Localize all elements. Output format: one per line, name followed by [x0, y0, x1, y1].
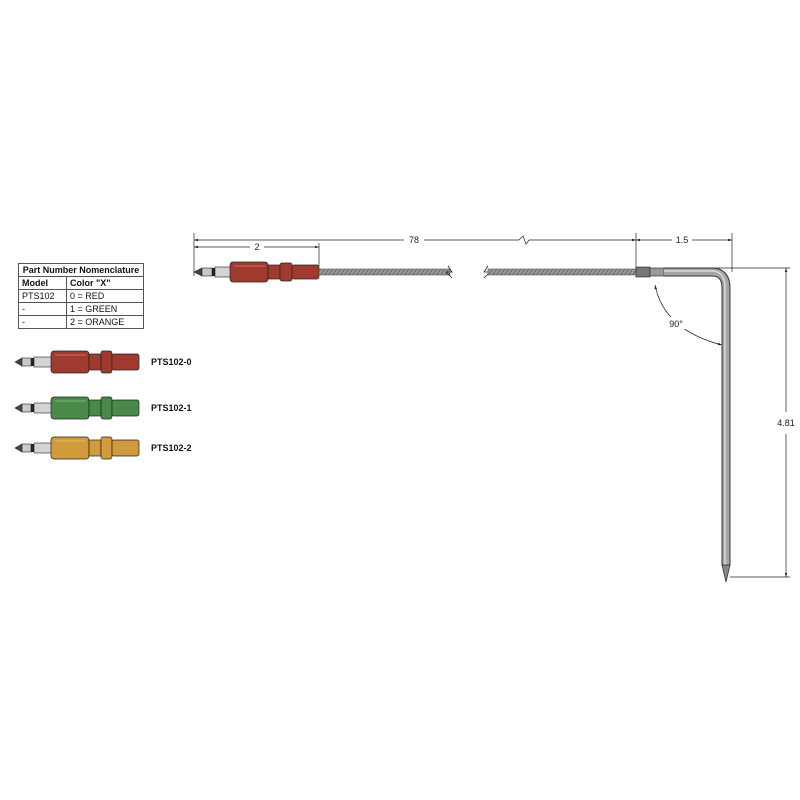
variant-handle — [50, 350, 90, 374]
part-number-table: Part Number Nomenclature Model Color "X"… — [18, 263, 144, 329]
bend-offset-label: 1.5 — [676, 235, 689, 245]
variant-handle — [50, 396, 90, 420]
variant-handle — [50, 436, 90, 460]
main-plug-handle — [229, 261, 269, 283]
variant-connector-1: PTS102-1 — [14, 396, 192, 420]
braided-cable-left — [318, 265, 453, 279]
dimension-bend-offset: 1.5 — [636, 233, 733, 272]
table-cell: - — [18, 315, 67, 329]
main-connector-plug — [193, 261, 320, 283]
table-header-color: Color "X" — [66, 276, 144, 290]
cable-break-left — [445, 265, 453, 279]
table-row: - 1 = GREEN — [18, 302, 144, 316]
probe-tip — [721, 564, 731, 583]
table-header-model: Model — [18, 276, 67, 290]
variant-connector-2: PTS102-2 — [14, 436, 192, 460]
table-cell: PTS102 — [18, 289, 67, 303]
bend-angle-label: 90° — [669, 319, 683, 329]
table-row: PTS102 0 = RED — [18, 289, 144, 303]
dimension-plug-length: 2 — [194, 242, 320, 266]
dimension-probe-depth: 4.81 — [700, 267, 795, 578]
dimension-bend-angle: 90° — [654, 284, 723, 346]
plug-length-label: 2 — [254, 242, 259, 252]
cable-break-right — [483, 265, 491, 279]
cable-ferrule — [635, 266, 665, 278]
probe-tube — [664, 267, 731, 583]
table-title: Part Number Nomenclature — [18, 263, 144, 277]
braided-cable-right — [483, 265, 637, 279]
probe-depth-label: 4.81 — [777, 418, 795, 428]
break-symbol — [518, 235, 530, 245]
table-cell: - — [18, 302, 67, 316]
variant-label: PTS102-0 — [151, 357, 192, 367]
variant-label: PTS102-2 — [151, 443, 192, 453]
table-cell: 1 = GREEN — [66, 302, 144, 316]
table-cell: 2 = ORANGE — [66, 315, 144, 329]
table-cell: 0 = RED — [66, 289, 144, 303]
table-row: - 2 = ORANGE — [18, 315, 144, 329]
overall-length-label: 78 — [409, 235, 419, 245]
variant-connector-0: PTS102-0 — [14, 350, 192, 374]
variant-label: PTS102-1 — [151, 403, 192, 413]
